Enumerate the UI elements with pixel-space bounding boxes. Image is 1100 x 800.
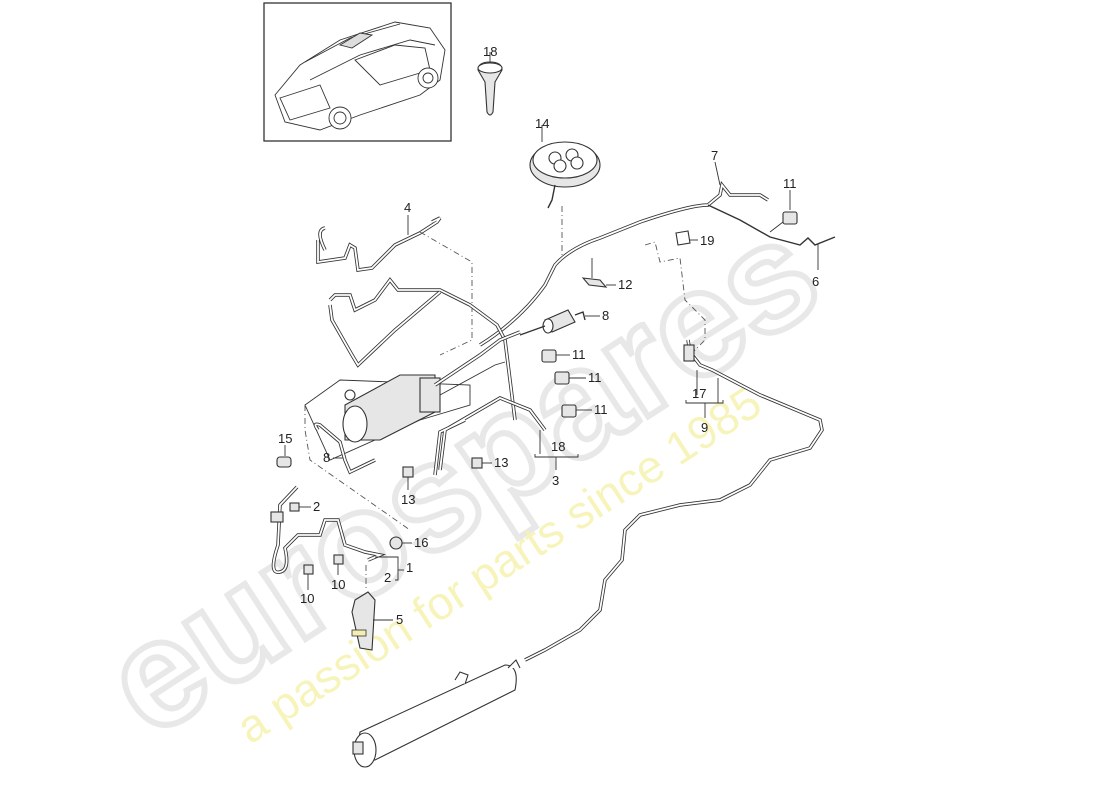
callout-17: 17 xyxy=(692,386,706,401)
callout-5: 5 xyxy=(396,612,403,627)
part-13-clip[interactable]: 13 13 xyxy=(401,455,508,507)
callout-19: 19 xyxy=(700,233,714,248)
part-14-cover[interactable]: 14 xyxy=(529,116,601,256)
callout-15: 15 xyxy=(278,431,292,446)
part-4-line[interactable]: 4 xyxy=(316,200,517,421)
callout-10: 10 xyxy=(331,577,345,592)
callout-9: 9 xyxy=(701,420,708,435)
part-12-holder[interactable]: 12 xyxy=(581,258,632,292)
callout-11: 11 xyxy=(594,402,608,417)
callout-14: 14 xyxy=(535,116,549,131)
part-15-clip[interactable]: 15 xyxy=(276,431,292,468)
callout-11: 11 xyxy=(783,176,797,191)
callout-18: 18 xyxy=(551,439,565,454)
part-18-grommet[interactable]: 18 xyxy=(477,44,503,116)
part-11-clip-group[interactable]: 11 11 11 xyxy=(541,347,608,418)
callout-13: 13 xyxy=(401,492,415,507)
callout-11: 11 xyxy=(572,347,586,362)
part-1-line[interactable]: 2 16 1 2 10 10 xyxy=(270,485,428,606)
air-reservoir[interactable] xyxy=(352,659,521,768)
part-9-line[interactable]: 17 9 xyxy=(524,339,824,662)
callout-2: 2 xyxy=(384,570,391,585)
callout-8: 8 xyxy=(602,308,609,323)
vehicle-thumbnail[interactable] xyxy=(263,2,452,142)
callout-8: 8 xyxy=(323,450,330,465)
part-8-filter[interactable]: 8 xyxy=(519,308,609,336)
part-5-holder[interactable]: 5 xyxy=(351,565,403,651)
callout-11: 11 xyxy=(588,370,602,385)
car-icon xyxy=(274,21,446,131)
callout-7: 7 xyxy=(711,148,718,163)
air-lines-main[interactable]: 7 6 xyxy=(479,148,836,347)
callout-13: 13 xyxy=(494,455,508,470)
callout-1: 1 xyxy=(406,560,413,575)
callout-10: 10 xyxy=(300,591,314,606)
callout-2: 2 xyxy=(313,499,320,514)
air-compressor[interactable] xyxy=(304,330,521,461)
callout-3: 3 xyxy=(552,473,559,488)
callout-4: 4 xyxy=(404,200,411,215)
part-3-line[interactable]: 18 3 xyxy=(433,396,579,488)
callout-12: 12 xyxy=(618,277,632,292)
part-8-line[interactable]: 8 xyxy=(313,422,376,475)
leader-line xyxy=(644,241,706,356)
callout-16: 16 xyxy=(414,535,428,550)
callout-6: 6 xyxy=(812,274,819,289)
leader-line xyxy=(304,405,411,531)
part-19-pad[interactable]: 19 xyxy=(675,230,714,248)
part-11-clip[interactable]: 11 xyxy=(769,176,798,233)
callout-18: 18 xyxy=(483,44,497,59)
